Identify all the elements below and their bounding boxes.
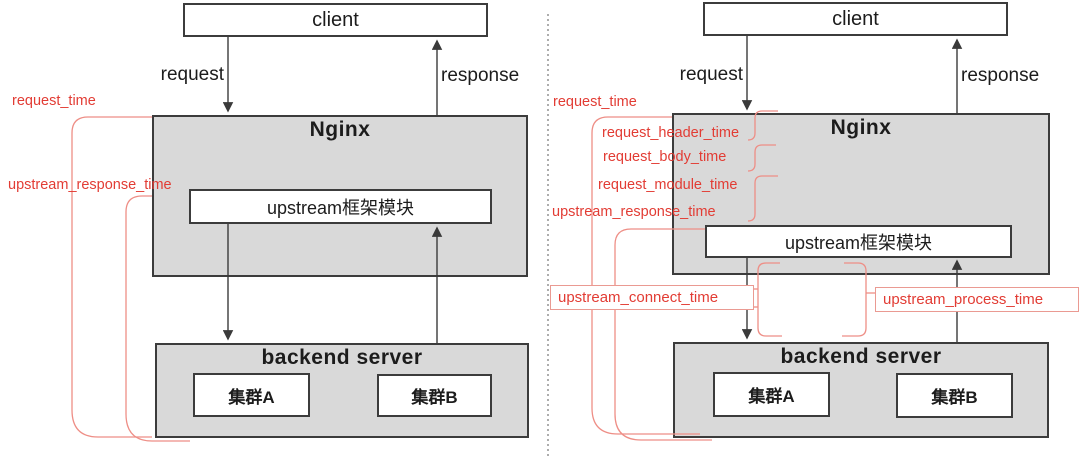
right-request-time-label: request_time [553, 94, 637, 110]
left-upstream-module-box: upstream框架模块 [189, 189, 492, 224]
right-cluster-a-label: 集群A [748, 387, 795, 406]
left-request-label: request [160, 64, 224, 85]
right-upstream-connect-time-label: upstream_connect_time [558, 289, 719, 306]
left-cluster-a-box: 集群A [193, 373, 310, 417]
left-backend-title: backend server [261, 346, 423, 369]
left-upstream-response-time-label: upstream_response_time [8, 177, 172, 193]
right-upstream-response-time-label: upstream_response_time [552, 204, 716, 220]
left-cluster-b-label: 集群B [411, 388, 458, 407]
right-upstream-process-time-box: upstream_process_time [875, 287, 1079, 312]
left-cluster-b-box: 集群B [377, 374, 492, 417]
right-request-header-time-label: request_header_time [602, 125, 740, 141]
right-nginx-title: Nginx [830, 116, 892, 139]
left-cluster-a-label: 集群A [228, 387, 275, 407]
right-upstream-module-label: upstream框架模块 [784, 232, 933, 253]
right-cluster-b-label: 集群B [931, 388, 978, 407]
right-upstream-module-box: upstream框架模块 [705, 225, 1012, 258]
right-request-label: request [679, 64, 743, 85]
right-response-label: response [961, 65, 1040, 86]
left-nginx-title: Nginx [309, 118, 371, 141]
left-response-label: response [441, 65, 520, 86]
right-upstream-process-time-label: upstream_process_time [883, 291, 1044, 308]
left-upstream-module-label: upstream框架模块 [266, 197, 415, 218]
left-client-box: client [183, 3, 488, 37]
left-client-label: client [312, 8, 359, 31]
right-client-label: client [832, 7, 879, 30]
right-upstream-connect-time-box: upstream_connect_time [550, 285, 754, 310]
right-backend-title: backend server [780, 345, 942, 368]
right-cluster-a-box: 集群A [713, 372, 830, 417]
right-request-module-time-label: request_module_time [598, 177, 738, 193]
left-request-time-label: request_time [12, 93, 96, 109]
right-client-box: client [703, 2, 1008, 36]
right-request-body-time-label: request_body_time [603, 149, 727, 165]
right-cluster-b-box: 集群B [896, 373, 1013, 418]
